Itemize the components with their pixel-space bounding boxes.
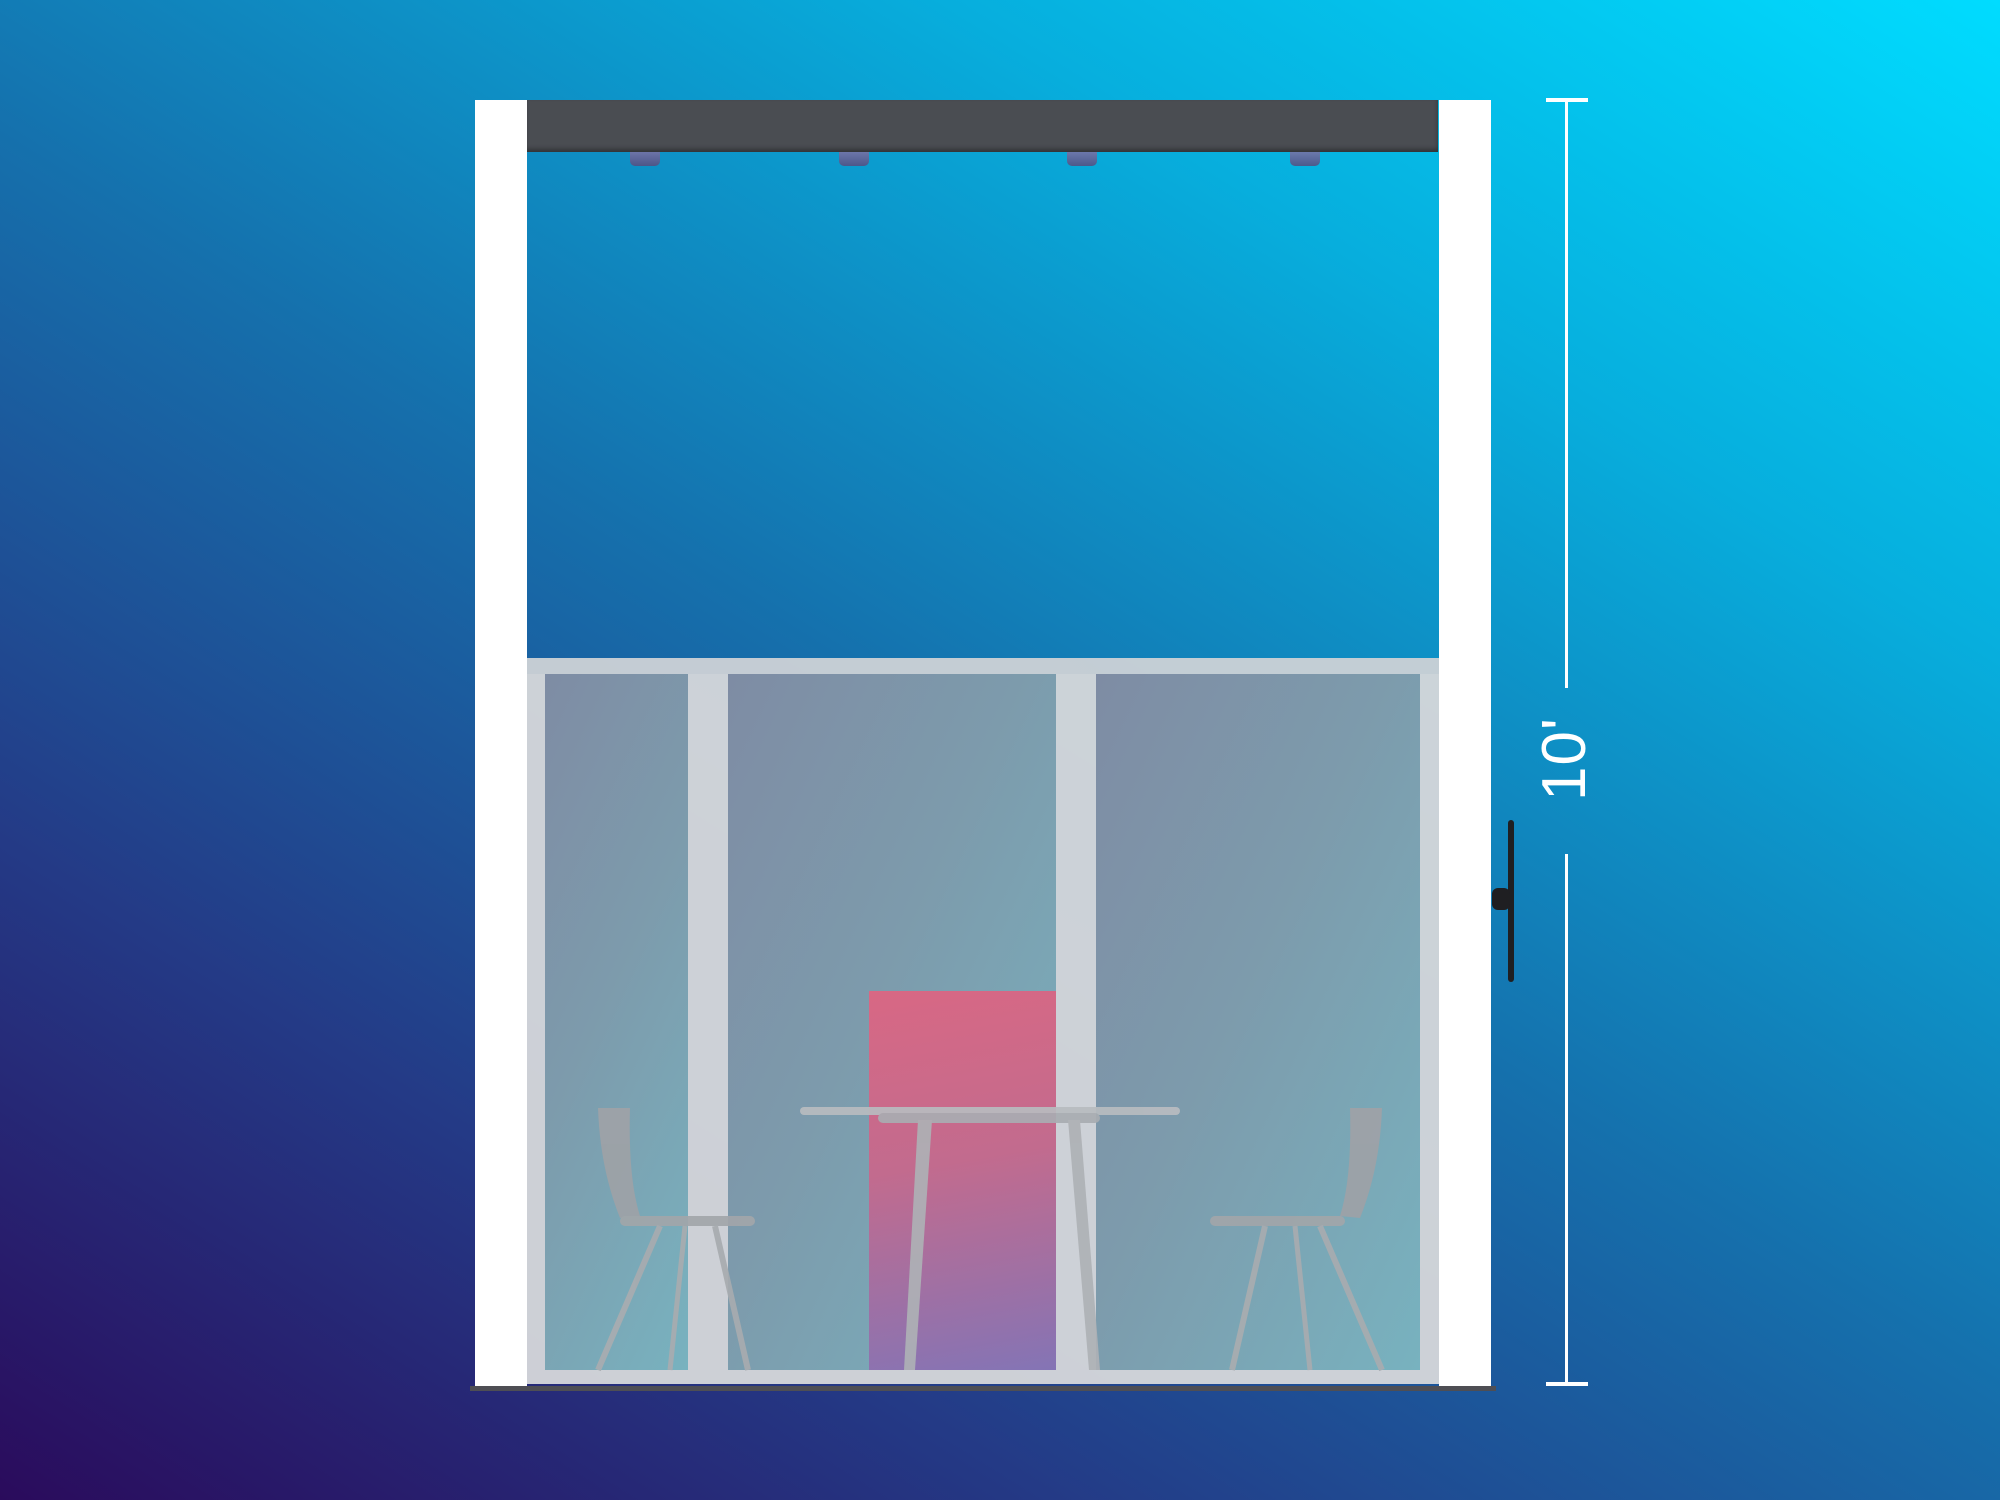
right-post — [1439, 100, 1491, 1387]
booth — [470, 98, 1514, 1398]
spotlight-1 — [630, 152, 660, 166]
side-monitor — [1508, 820, 1514, 982]
chair-right-backrest — [1340, 1108, 1382, 1218]
dimension-bottom-tick — [1546, 1382, 1588, 1386]
spotlight-4 — [1290, 152, 1320, 166]
mullion-right-edge — [1420, 674, 1439, 1370]
monitor-mount — [1492, 888, 1510, 910]
chair-right-seat — [1210, 1216, 1345, 1226]
chair-left-seat — [620, 1216, 755, 1226]
height-dimension: 10' — [1530, 96, 1640, 1396]
chair-right — [1210, 1108, 1385, 1372]
left-post — [475, 100, 527, 1387]
furniture — [595, 1107, 1385, 1372]
dimension-label: 10' — [1530, 717, 1599, 801]
glass-frame-bottom — [527, 1370, 1439, 1384]
table-leg-left — [904, 1120, 932, 1370]
chair-left — [595, 1108, 755, 1372]
spotlight-3 — [1067, 152, 1097, 166]
table-leg-right — [1068, 1120, 1100, 1370]
dimension-line-lower — [1565, 854, 1568, 1386]
mullion-left-edge — [527, 674, 545, 1370]
chair-right-leg-3 — [1292, 1225, 1313, 1371]
glass-panel-1 — [545, 674, 688, 1370]
chair-right-leg-1 — [1229, 1225, 1268, 1371]
chair-left-backrest — [598, 1108, 640, 1218]
chair-left-leg-1 — [595, 1224, 663, 1372]
dimension-line-upper — [1565, 98, 1568, 688]
glass-frame-top — [527, 658, 1439, 674]
table-top-rim — [878, 1113, 1100, 1123]
chair-left-leg-2 — [712, 1225, 751, 1371]
chair-left-leg-3 — [667, 1225, 688, 1371]
table — [800, 1107, 1180, 1370]
graphic-backdrop-panel — [869, 991, 1056, 1370]
chair-right-leg-2 — [1317, 1224, 1385, 1372]
header-truss — [525, 100, 1438, 152]
spotlight-2 — [839, 152, 869, 166]
floor-line — [470, 1386, 1496, 1391]
